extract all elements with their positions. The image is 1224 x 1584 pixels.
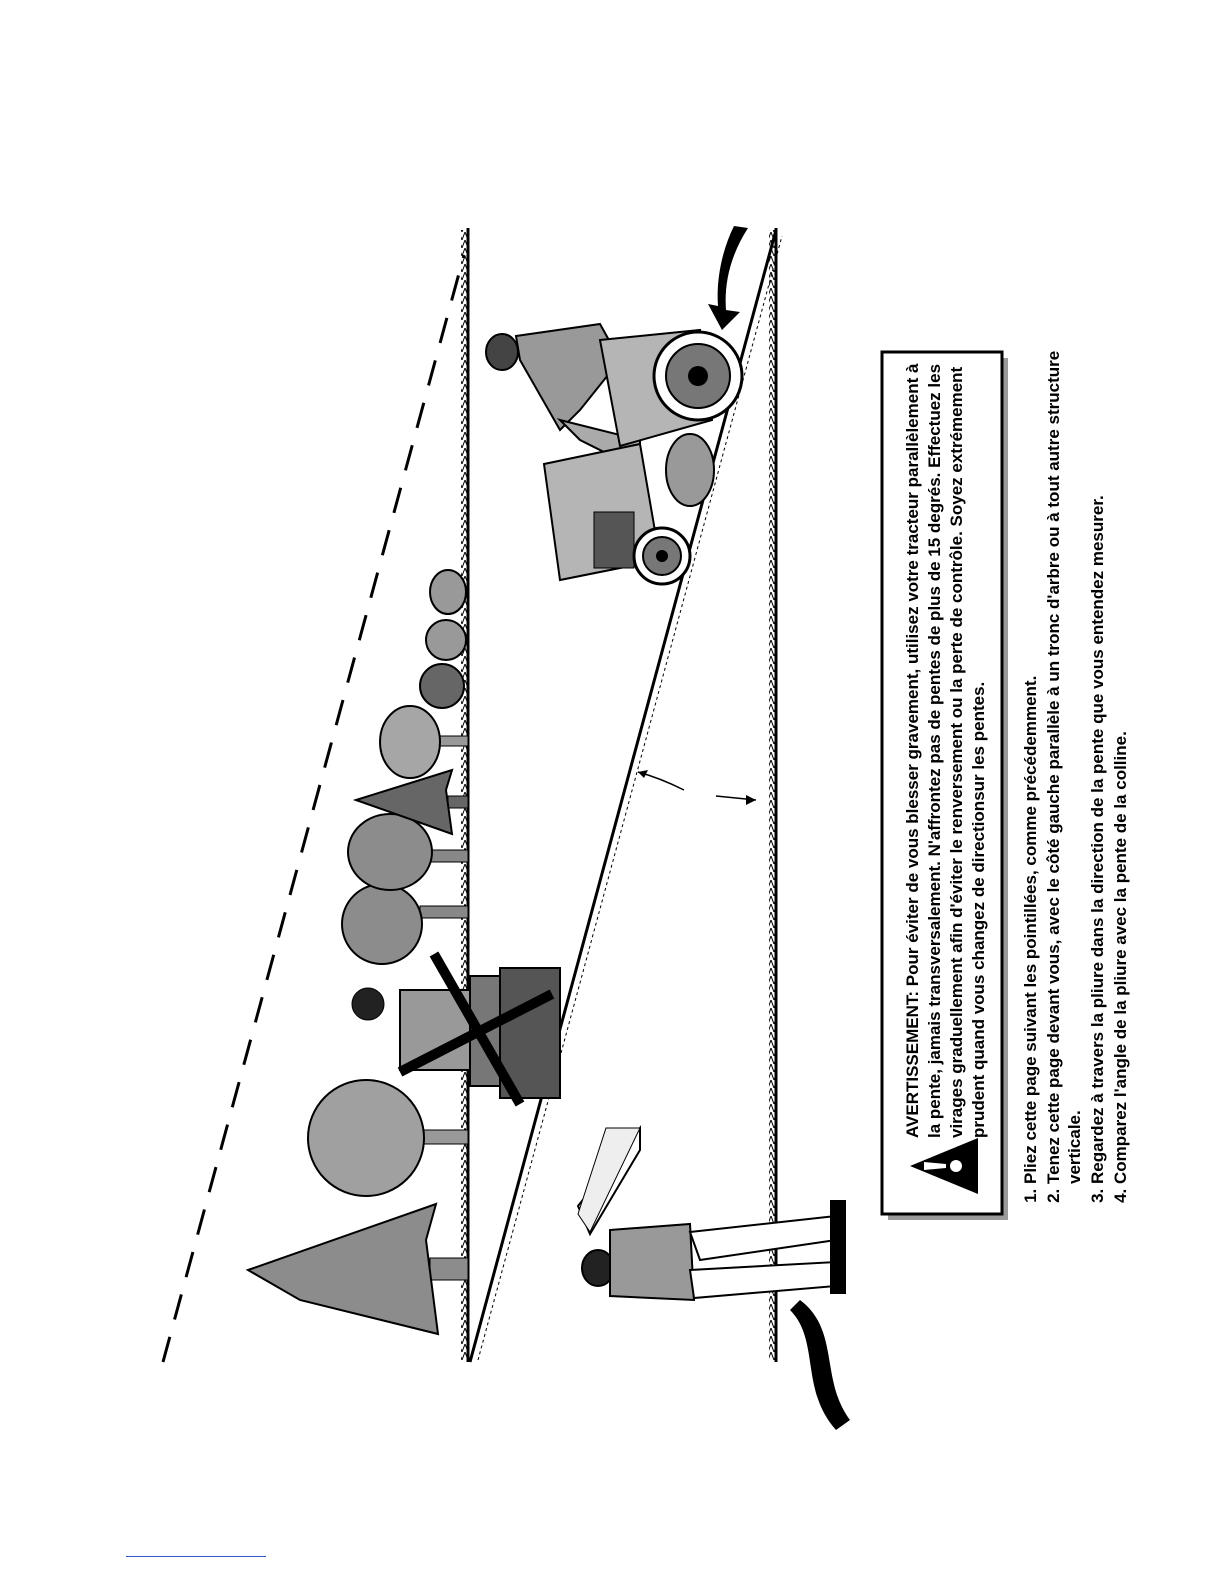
warning-text: AVERTISSEMENT: Pour éviter de vous bless… — [902, 358, 990, 1138]
footer-rule — [126, 1556, 266, 1557]
round-tree-icon — [341, 883, 469, 965]
pine-tree-icon — [352, 768, 469, 836]
direction-arrow-icon — [708, 226, 748, 330]
warning-box — [880, 350, 1008, 1220]
wrong-tractor-crossed-out — [351, 951, 561, 1107]
round-tree-icon — [425, 619, 467, 661]
warning-triangle-icon — [910, 1138, 978, 1194]
person-measuring — [576, 1125, 850, 1430]
round-tree-icon — [307, 1079, 469, 1197]
round-tree-icon — [347, 813, 469, 891]
round-tree-icon — [419, 663, 465, 709]
round-tree-icon — [429, 569, 467, 615]
correct-tractor — [485, 322, 744, 586]
pine-tree-icon — [245, 1202, 469, 1336]
instruction-step: Regardez à travers la pliure dans la dir… — [1087, 312, 1108, 1184]
instruction-step: Pliez cette page suivant les pointillées… — [1020, 312, 1041, 1184]
instruction-step: Tenez cette page devant vous, avec le cô… — [1043, 312, 1085, 1184]
slope-line — [468, 229, 778, 1363]
instruction-list: Pliez cette page suivant les pointillées… — [1020, 312, 1133, 1212]
instruction-step: Comparez l'angle de la pliure avec la pe… — [1110, 312, 1131, 1184]
fold-dashed-line — [161, 254, 466, 1363]
round-tree-icon — [379, 705, 469, 779]
warning-label: AVERTISSEMENT: — [903, 990, 922, 1138]
